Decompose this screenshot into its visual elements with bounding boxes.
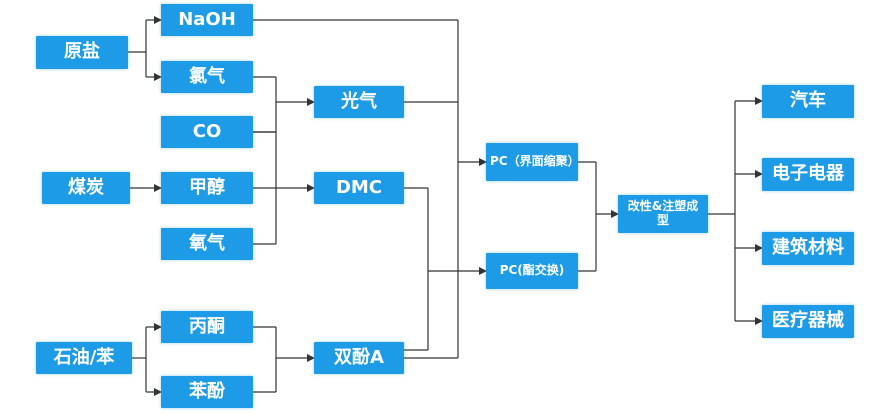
node-medical-devices: 医疗器械 (762, 305, 854, 338)
node-bisphenol-a: 双酚A (314, 342, 404, 374)
node-methanol: 甲醇 (161, 172, 253, 204)
node-chlorine: 氯气 (161, 61, 253, 93)
node-raw-salt: 原盐 (36, 36, 128, 69)
node-phosgene: 光气 (314, 86, 404, 118)
node-pc-interfacial: PC（界面缩聚） (486, 143, 580, 181)
node-acetone: 丙酮 (161, 311, 253, 343)
node-electronics: 电子电器 (762, 158, 854, 191)
node-automotive: 汽车 (762, 85, 854, 118)
node-building-materials: 建筑材料 (762, 232, 854, 265)
node-modification-molding: 改性&注塑成型 (618, 195, 708, 233)
node-coal: 煤炭 (42, 172, 130, 204)
node-pc-transesterification: PC(酯交换) (486, 253, 578, 289)
node-oxygen: 氧气 (161, 228, 253, 260)
node-dmc: DMC (314, 172, 404, 204)
node-phenol: 苯酚 (161, 376, 253, 408)
node-petroleum-benzene: 石油/苯 (36, 342, 132, 374)
node-naoh: NaOH (161, 4, 253, 36)
node-co: CO (161, 116, 253, 148)
